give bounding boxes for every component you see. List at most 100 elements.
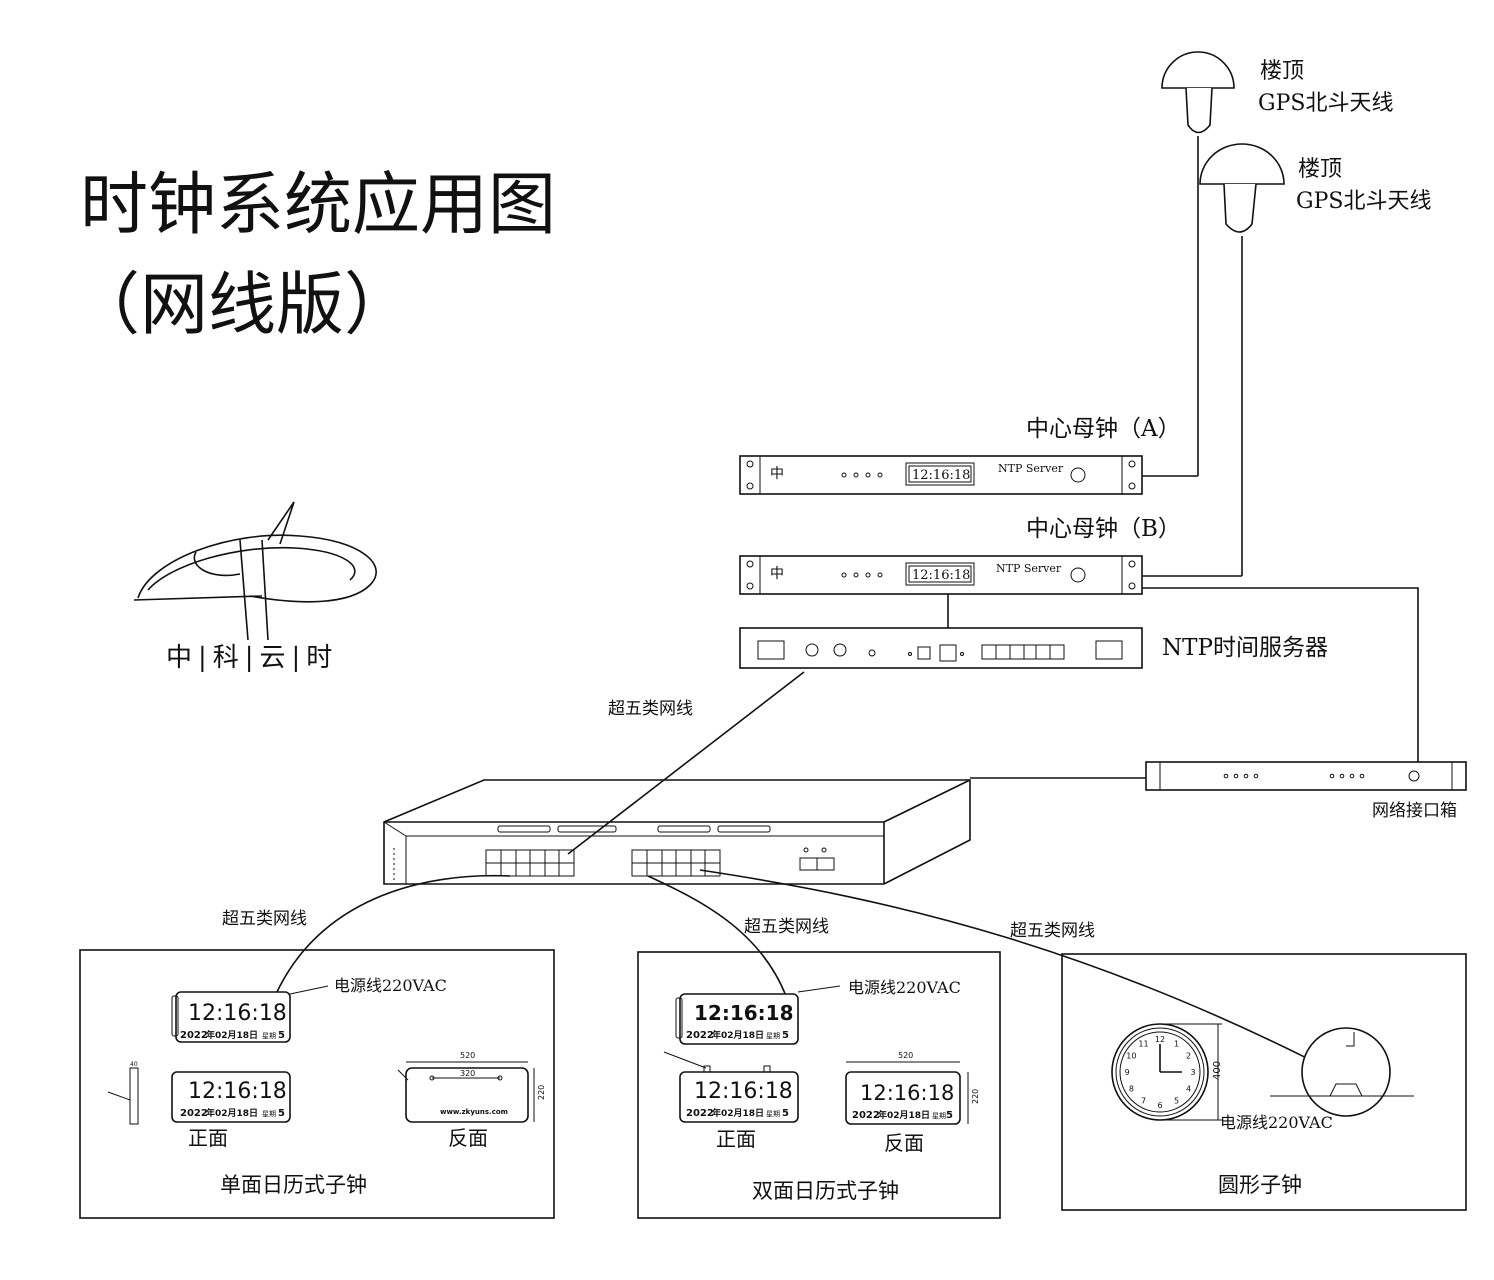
double-clock-time-1: 12:16:18 — [694, 1001, 794, 1025]
single-sided-panel — [79, 949, 555, 1219]
double-sided-panel — [637, 951, 1001, 1219]
master-clock-b-device-text: NTP Server — [996, 562, 1062, 575]
dial-number: 12 — [1155, 1035, 1165, 1044]
antenna-1-label-line1: 楼顶 — [1260, 59, 1304, 84]
round-clock-side-view — [1270, 1027, 1414, 1117]
round-clock-face-icon — [1111, 1023, 1209, 1121]
switch-ports-left — [485, 849, 575, 877]
network-box-label: 网络接口箱 — [1372, 801, 1457, 821]
double-clock-weekday-3: 星期 — [932, 1112, 946, 1120]
double-sided-caption: 双面日历式子钟 — [752, 1179, 899, 1203]
cable-label-server-switch: 超五类网线 — [608, 699, 693, 719]
dial-number: 7 — [1141, 1097, 1146, 1106]
dial-number: 2 — [1186, 1052, 1191, 1061]
logo-text: 中|科|云|时 — [166, 643, 338, 673]
single-sided-caption: 单面日历式子钟 — [220, 1173, 367, 1197]
double-clock-front-bottom — [663, 1051, 799, 1123]
single-clock-weekday-1: 星期 — [262, 1032, 276, 1040]
double-clock-date-year-1: 2022 — [686, 1030, 714, 1041]
round-clock-panel — [1061, 953, 1467, 1211]
dial-number: 8 — [1129, 1085, 1134, 1094]
dial-number: 11 — [1138, 1039, 1148, 1048]
master-clock-a-device-text: NTP Server — [998, 462, 1064, 475]
round-clock-caption: 圆形子钟 — [1218, 1173, 1302, 1197]
dial-number: 3 — [1190, 1068, 1195, 1077]
double-clock-back-view — [845, 1061, 969, 1125]
cable-label-round: 超五类网线 — [1010, 921, 1095, 941]
double-clock-weekday-1: 星期 — [766, 1032, 780, 1040]
single-clock-date-rest-2: 年02月18日 — [206, 1107, 258, 1119]
single-clock-dim-height: 220 — [537, 1085, 546, 1100]
single-clock-dim-inner: 320 — [460, 1069, 475, 1078]
single-clock-time-2: 12:16:18 — [188, 1079, 287, 1104]
dial-number: 6 — [1157, 1101, 1162, 1110]
double-clock-date-rest-3: 年02月18日 — [878, 1109, 930, 1121]
double-clock-back-label: 反面 — [884, 1131, 924, 1155]
double-clock-date-year-3: 2022 — [852, 1110, 880, 1121]
single-clock-back-url: www.zkyuns.com — [440, 1108, 508, 1116]
single-clock-date-rest-1: 年02月18日 — [206, 1029, 258, 1041]
network-switch — [383, 779, 971, 885]
master-clock-a-display: 12:16:18 — [912, 468, 970, 483]
single-clock-front-top — [171, 991, 291, 1043]
master-clock-a-label: 中心母钟（A） — [1026, 416, 1181, 442]
double-clock-weekday-num-3: 5 — [946, 1110, 953, 1121]
dial-number: 1 — [1174, 1039, 1179, 1048]
single-clock-time-1: 12:16:18 — [188, 1001, 287, 1026]
antenna-1 — [1161, 51, 1235, 476]
single-clock-front-bottom — [171, 1071, 291, 1123]
dial-number: 4 — [1186, 1085, 1191, 1094]
single-clock-back-view — [397, 1061, 535, 1123]
diagram-title: 时钟系统应用图 — [80, 166, 556, 245]
antenna-2-label-line2: GPS北斗天线 — [1296, 189, 1431, 214]
ntp-server-label: NTP时间服务器 — [1162, 635, 1328, 661]
double-clock-time-3: 12:16:18 — [860, 1081, 954, 1105]
ntp-time-server — [739, 627, 1143, 669]
double-clock-power-label: 电源线220VAC — [848, 978, 961, 997]
cable-label-single: 超五类网线 — [222, 909, 307, 929]
network-interface-box — [1145, 761, 1467, 791]
diagram-subtitle: （网线版） — [72, 266, 412, 345]
antenna-1-label-line2: GPS北斗天线 — [1258, 91, 1393, 116]
single-clock-side-view — [107, 1067, 139, 1125]
dial-number: 9 — [1124, 1068, 1129, 1077]
dial-number: 5 — [1174, 1097, 1179, 1106]
double-clock-weekday-num-2: 5 — [782, 1108, 789, 1119]
double-clock-front-label: 正面 — [716, 1127, 756, 1151]
double-clock-date-rest-1: 年02月18日 — [712, 1029, 764, 1041]
single-clock-date-year-2: 2022 — [180, 1108, 208, 1119]
dial-number: 10 — [1126, 1052, 1136, 1061]
single-clock-weekday-2: 星期 — [262, 1110, 276, 1118]
double-clock-weekday-num-1: 5 — [782, 1030, 789, 1041]
single-clock-power-label: 电源线220VAC — [334, 976, 447, 995]
single-clock-front-label: 正面 — [188, 1126, 228, 1150]
double-clock-front-top — [675, 993, 799, 1045]
single-clock-date-year-1: 2022 — [180, 1030, 208, 1041]
double-clock-date-rest-2: 年02月18日 — [712, 1107, 764, 1119]
single-clock-dim-depth: 40 — [130, 1061, 138, 1068]
double-clock-dim-width: 520 — [898, 1051, 913, 1060]
double-clock-dim-height: 220 — [971, 1089, 980, 1104]
switch-ports-right — [631, 849, 721, 877]
master-clock-a-logo-icon: 中 — [770, 466, 784, 482]
master-clock-b: 中 — [739, 555, 1143, 595]
cable-label-double: 超五类网线 — [744, 917, 829, 937]
master-clock-b-label: 中心母钟（B） — [1026, 516, 1181, 542]
round-clock-power-label: 电源线220VAC — [1220, 1113, 1333, 1132]
single-clock-weekday-num-1: 5 — [278, 1030, 285, 1041]
double-clock-weekday-2: 星期 — [766, 1110, 780, 1118]
double-clock-time-2: 12:16:18 — [694, 1079, 793, 1104]
single-clock-dim-width: 520 — [460, 1051, 475, 1060]
zhongke-yunshi-logo-icon — [133, 501, 377, 641]
master-clock-a: 中 — [739, 455, 1143, 495]
double-clock-date-year-2: 2022 — [686, 1108, 714, 1119]
master-clock-b-display: 12:16:18 — [912, 568, 970, 583]
master-clock-b-logo-icon: 中 — [770, 566, 784, 582]
single-clock-weekday-num-2: 5 — [278, 1108, 285, 1119]
single-clock-back-label: 反面 — [448, 1126, 488, 1150]
antenna-2 — [1199, 143, 1285, 576]
round-clock-dim: 400 — [1212, 1061, 1223, 1080]
antenna-2-label-line1: 楼顶 — [1298, 157, 1342, 182]
